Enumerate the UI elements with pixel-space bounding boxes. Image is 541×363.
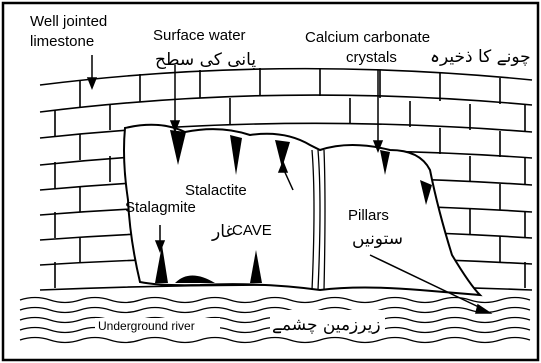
label-well-jointed-1: Well jointed — [30, 13, 107, 30]
label-stalactite: Stalactite — [185, 182, 247, 199]
label-cave-urdu: غار — [211, 222, 234, 242]
label-pillars: Pillars — [348, 207, 389, 224]
label-calcium-carbonate-urdu: چونے کا ذخیرہ — [430, 47, 531, 67]
label-underground-river: Underground river — [98, 319, 195, 333]
label-underground-river-urdu: زیرزمین چشمے — [272, 315, 381, 335]
label-crystals: crystals — [346, 49, 397, 66]
label-surface-water-urdu: پانی کی سطح — [155, 50, 256, 70]
label-surface-water: Surface water — [153, 27, 246, 44]
label-cave: CAVE — [232, 222, 272, 239]
label-pillars-urdu: ستونیں — [352, 229, 403, 249]
label-stalagmite: Stalagmite — [125, 199, 196, 216]
label-calcium-carbonate: Calcium carbonate — [305, 29, 430, 46]
label-limestone: limestone — [30, 33, 94, 50]
